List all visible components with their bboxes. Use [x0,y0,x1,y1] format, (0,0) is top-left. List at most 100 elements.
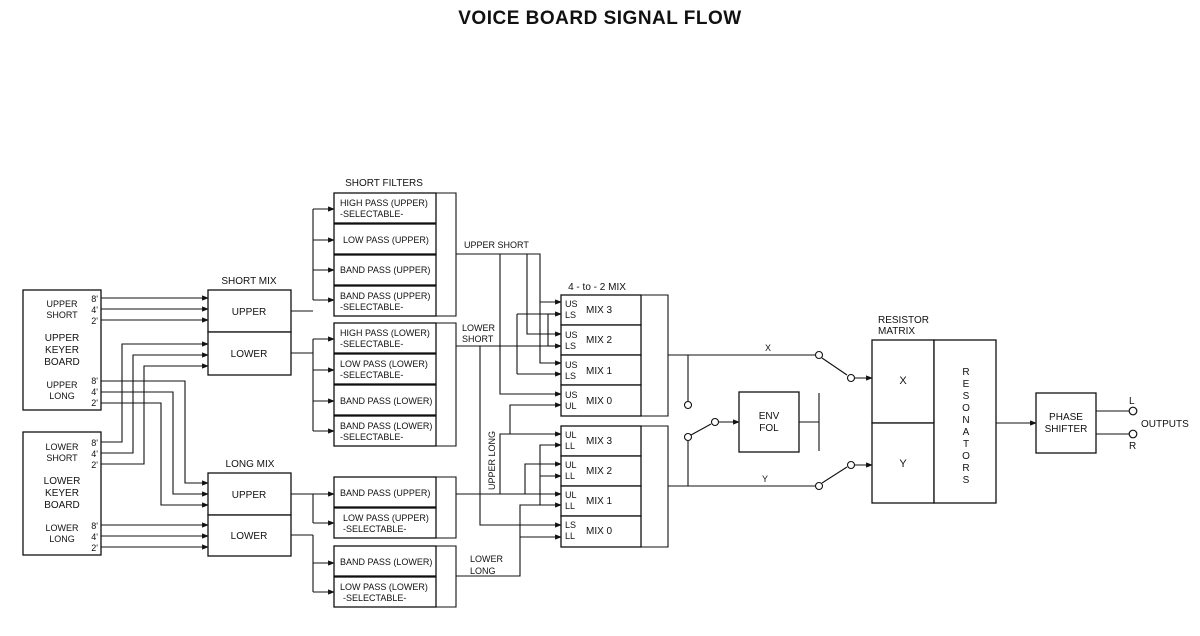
short-filter-4-line1: BAND PASS (UPPER) [340,291,430,301]
mix-row-7-name: MIX 1 [586,496,613,507]
signal-y-label: Y [762,474,768,484]
signal-x-label: X [765,343,771,353]
mix-row-1-in1: US [565,299,578,309]
mix-row-1-in2: LS [565,310,576,320]
resistor-matrix-heading-2: MATRIX [878,326,915,337]
upper-long-label-2: LONG [49,391,75,401]
mix-row-6-in2: LL [565,471,575,481]
short-mix-heading: SHORT MIX [221,276,277,287]
long-filter-1-line1: BAND PASS (UPPER) [340,488,430,498]
outputs: L R OUTPUTS [1096,396,1189,452]
bus-label-lower-long-2: LONG [470,566,496,576]
upper-short-foot-4: 4' [91,305,98,315]
upper-short-foot-8: 8' [91,294,98,304]
mix-row-5-name: MIX 3 [586,436,613,447]
mix-row-4-name: MIX 0 [586,396,613,407]
svg-text:N: N [962,415,969,426]
mix-row-1-name: MIX 3 [586,305,613,316]
env-fol-line1: ENV [759,411,780,422]
short-filter-8-line2: -SELECTABLE- [340,432,403,442]
svg-text:O: O [962,451,970,462]
svg-text:A: A [963,427,970,438]
long-filter-4-line1: LOW PASS (LOWER) [340,582,428,592]
short-filter-6-line2: -SELECTABLE- [340,370,403,380]
lower-short-foot-2: 2' [91,460,98,470]
upper-long-foot-8: 8' [91,376,98,386]
upper-short-foot-2: 2' [91,316,98,326]
matrix-x-label: X [899,375,907,387]
short-filters-heading: SHORT FILTERS [345,178,423,189]
short-filter-1-line1: HIGH PASS (UPPER) [340,198,428,208]
lower-long-foot-8: 8' [91,521,98,531]
long-mix-upper: UPPER [232,490,266,501]
upper-short-label-1: UPPER [46,299,78,309]
four-to-two-mix-heading: 4 - to - 2 MIX [568,282,626,293]
lower-keyer-name-2: KEYER [45,488,79,499]
mix-row-6-name: MIX 2 [586,466,613,477]
bus-wiring: UPPER SHORT LOWER SHORT UPPER LONG LOWER… [456,240,562,577]
phase-shifter-line2: SHIFTER [1045,424,1088,435]
resistor-matrix: RESISTOR MATRIX X Y R E S O N A T O R S [871,315,997,504]
mix-row-3-name: MIX 1 [586,366,613,377]
mix-row-6-in1: UL [565,460,577,470]
long-filter-2-line1: LOW PASS (UPPER) [343,513,429,523]
svg-text:O: O [962,403,970,414]
short-filter-5-line1: HIGH PASS (LOWER) [340,328,430,338]
lower-short-foot-8: 8' [91,438,98,448]
short-filter-2-line1: LOW PASS (UPPER) [343,235,429,245]
svg-text:T: T [963,439,969,450]
long-mix-heading: LONG MIX [226,459,275,470]
bus-label-lower-short-2: SHORT [462,334,494,344]
diagram-title: VOICE BOARD SIGNAL FLOW [458,8,742,29]
svg-text:S: S [963,475,970,486]
upper-keyer-board: UPPER SHORT UPPER KEYER BOARD UPPER LONG… [22,289,102,411]
upper-keyer-name-3: BOARD [44,357,80,368]
env-fol-line2: FOL [759,423,779,434]
mix-row-5-in2: LL [565,441,575,451]
mix-row-7-in1: UL [565,490,577,500]
short-filter-5-line2: -SELECTABLE- [340,339,403,349]
short-filter-3-line1: BAND PASS (UPPER) [340,265,430,275]
mix-row-3-in1: US [565,360,578,370]
bus-label-lower-long-1: LOWER [470,554,504,564]
mix-row-2-in1: US [565,330,578,340]
svg-text:R: R [962,367,969,378]
upper-long-label-1: UPPER [46,380,78,390]
mix-row-5-in1: UL [565,430,577,440]
mix-row-4-in1: US [565,390,578,400]
env-fol-box [738,391,800,453]
upper-keyer-name-1: UPPER [45,333,79,344]
mix-row-2-name: MIX 2 [586,335,613,346]
upper-keyer-name-2: KEYER [45,345,79,356]
bus-label-upper-short: UPPER SHORT [464,240,529,250]
lower-keyer-name-3: BOARD [44,500,80,511]
svg-text:S: S [963,391,970,402]
resonators-label: R E S O N A T O R S [962,367,970,486]
phase-shifter-line1: PHASE [1049,412,1083,423]
short-filter-8-line1: BAND PASS (LOWER) [340,421,432,431]
upper-long-foot-2: 2' [91,398,98,408]
mix-row-8-in1: LS [565,520,576,530]
long-filter-4-line2: -SELECTABLE- [343,593,406,603]
long-filter-3-line1: BAND PASS (LOWER) [340,557,432,567]
short-mix-upper: UPPER [232,307,266,318]
mix-row-2-in2: LS [565,341,576,351]
output-l-label: L [1129,396,1135,407]
short-mix-lower: LOWER [231,349,268,360]
long-mix: LONG MIX UPPER LOWER [207,459,292,557]
short-filter-4-line2: -SELECTABLE- [340,302,403,312]
output-r-label: R [1129,441,1136,452]
output-l-jack-icon [1128,406,1138,416]
upper-long-foot-4: 4' [91,387,98,397]
output-r-jack-icon [1128,429,1138,439]
keyer-to-mix-wires [101,295,209,550]
lower-short-label-1: LOWER [45,442,79,452]
long-mix-lower: LOWER [231,531,268,542]
mix-row-3-in2: LS [565,371,576,381]
mix-row-7-in2: LL [565,501,575,511]
switching-network: X Y ENV FOL [668,343,873,491]
short-filter-6-line1: LOW PASS (LOWER) [340,359,428,369]
phase-shifter: PHASE SHIFTER [996,392,1097,454]
long-filters: BAND PASS (UPPER) LOW PASS (UPPER) -SELE… [333,476,457,608]
